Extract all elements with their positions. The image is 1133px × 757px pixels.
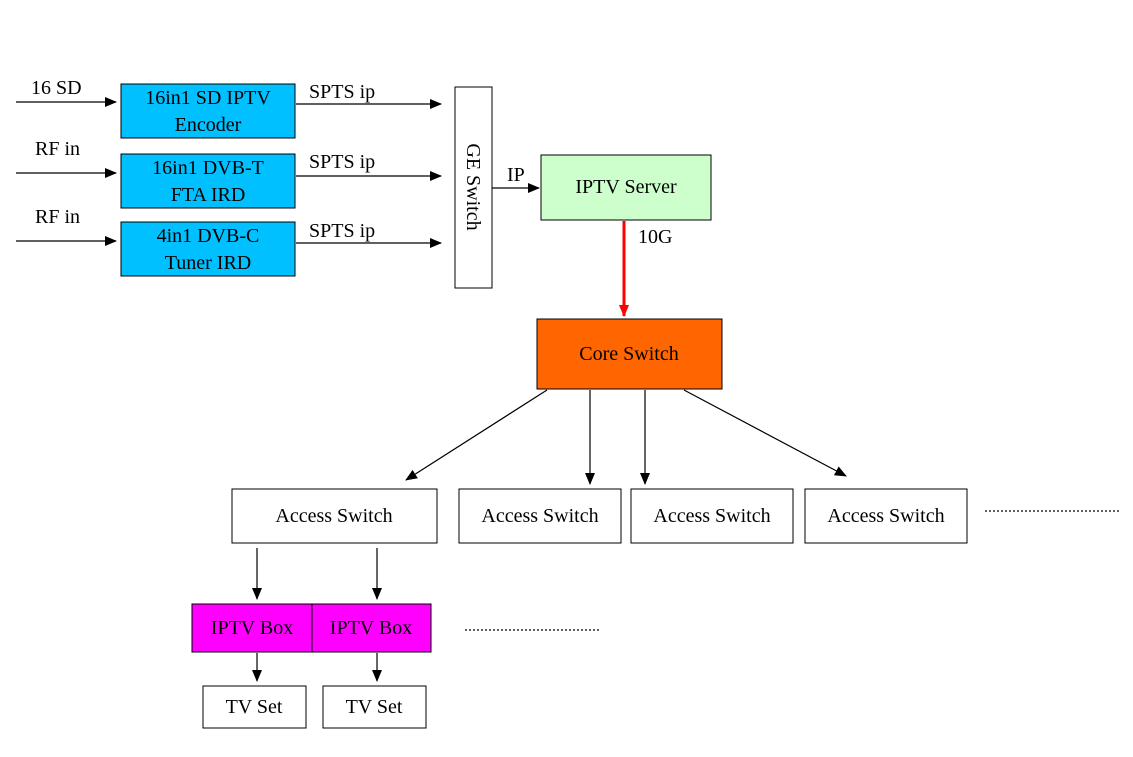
rf-input-label-2: RF in: [35, 206, 80, 228]
iptv-box-2: IPTV Box: [311, 603, 432, 653]
dvbc-ird-line2: Tuner IRD: [165, 252, 252, 274]
sd-input-label: 16 SD: [31, 77, 82, 99]
dvbc-tuner-ird: 4in1 DVB-C Tuner IRD: [120, 221, 296, 277]
10g-label: 10G: [638, 226, 672, 248]
core-switch-label: Core Switch: [579, 343, 678, 365]
iptv-server-label: IPTV Server: [575, 176, 677, 198]
access-switch-label-1: Access Switch: [275, 505, 392, 527]
access-switch-3: Access Switch: [630, 488, 794, 544]
spts-label-2: SPTS ip: [309, 151, 375, 173]
ge-switch-label: GE Switch: [462, 143, 484, 230]
core-to-access-arrow-4: [683, 389, 847, 477]
access-switch-label-2: Access Switch: [481, 505, 598, 527]
sd-encoder-line2: Encoder: [175, 114, 242, 136]
ip-label: IP: [507, 164, 525, 186]
tv-set-label-2: TV Set: [346, 696, 403, 718]
sd-encoder-line1: 16in1 SD IPTV: [145, 87, 271, 109]
sd-iptv-encoder: 16in1 SD IPTV Encoder: [120, 83, 296, 139]
core-switch: Core Switch: [536, 318, 723, 390]
iptv-box-label-2: IPTV Box: [330, 617, 412, 639]
spts-label-1: SPTS ip: [309, 81, 375, 103]
rf-input-label-1: RF in: [35, 138, 80, 160]
iptv-server: IPTV Server: [540, 154, 712, 221]
tv-set-label-1: TV Set: [226, 696, 283, 718]
tv-set-1: TV Set: [202, 685, 307, 729]
access-switch-1: Access Switch: [231, 488, 438, 544]
access-switch-label-3: Access Switch: [653, 505, 770, 527]
core-to-access-arrow-1: [405, 389, 548, 481]
iptv-box-1: IPTV Box: [191, 603, 313, 653]
dvbc-ird-line1: 4in1 DVB-C: [157, 225, 260, 247]
iptv-box-label-1: IPTV Box: [211, 617, 293, 639]
dvbt-ird-line1: 16in1 DVB-T: [152, 157, 264, 179]
access-switch-2: Access Switch: [458, 488, 622, 544]
access-switch-label-4: Access Switch: [827, 505, 944, 527]
ge-switch: GE Switch: [454, 86, 493, 289]
dvbt-ird-line2: FTA IRD: [171, 184, 246, 206]
access-switch-4: Access Switch: [804, 488, 968, 544]
dvbt-fta-ird: 16in1 DVB-T FTA IRD: [120, 153, 296, 209]
tv-set-2: TV Set: [322, 685, 427, 729]
spts-label-3: SPTS ip: [309, 220, 375, 242]
